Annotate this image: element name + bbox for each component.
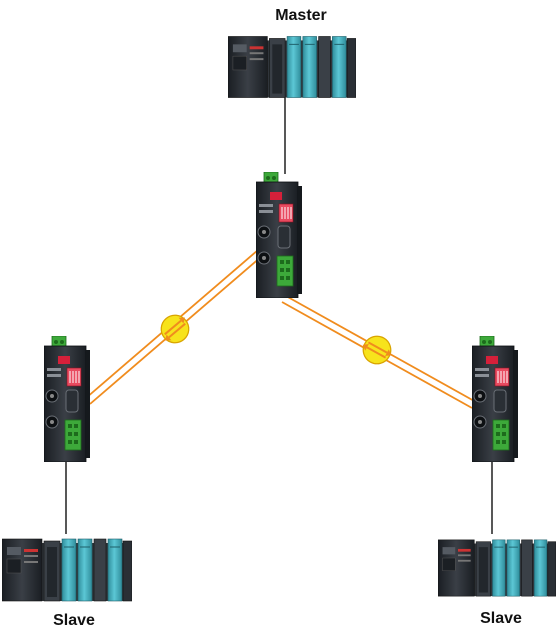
fiber-converter-icon xyxy=(44,336,90,462)
fiber-converter-icon xyxy=(256,172,302,298)
plc-rack-icon xyxy=(438,539,556,597)
slave-right-label: Slave xyxy=(480,610,522,627)
fiber-converter-icon xyxy=(472,336,518,462)
master-label: Master xyxy=(275,7,327,24)
plc-rack-icon xyxy=(2,538,132,602)
plc-rack-icon xyxy=(228,35,356,99)
slave-left-label: Slave xyxy=(53,612,95,629)
